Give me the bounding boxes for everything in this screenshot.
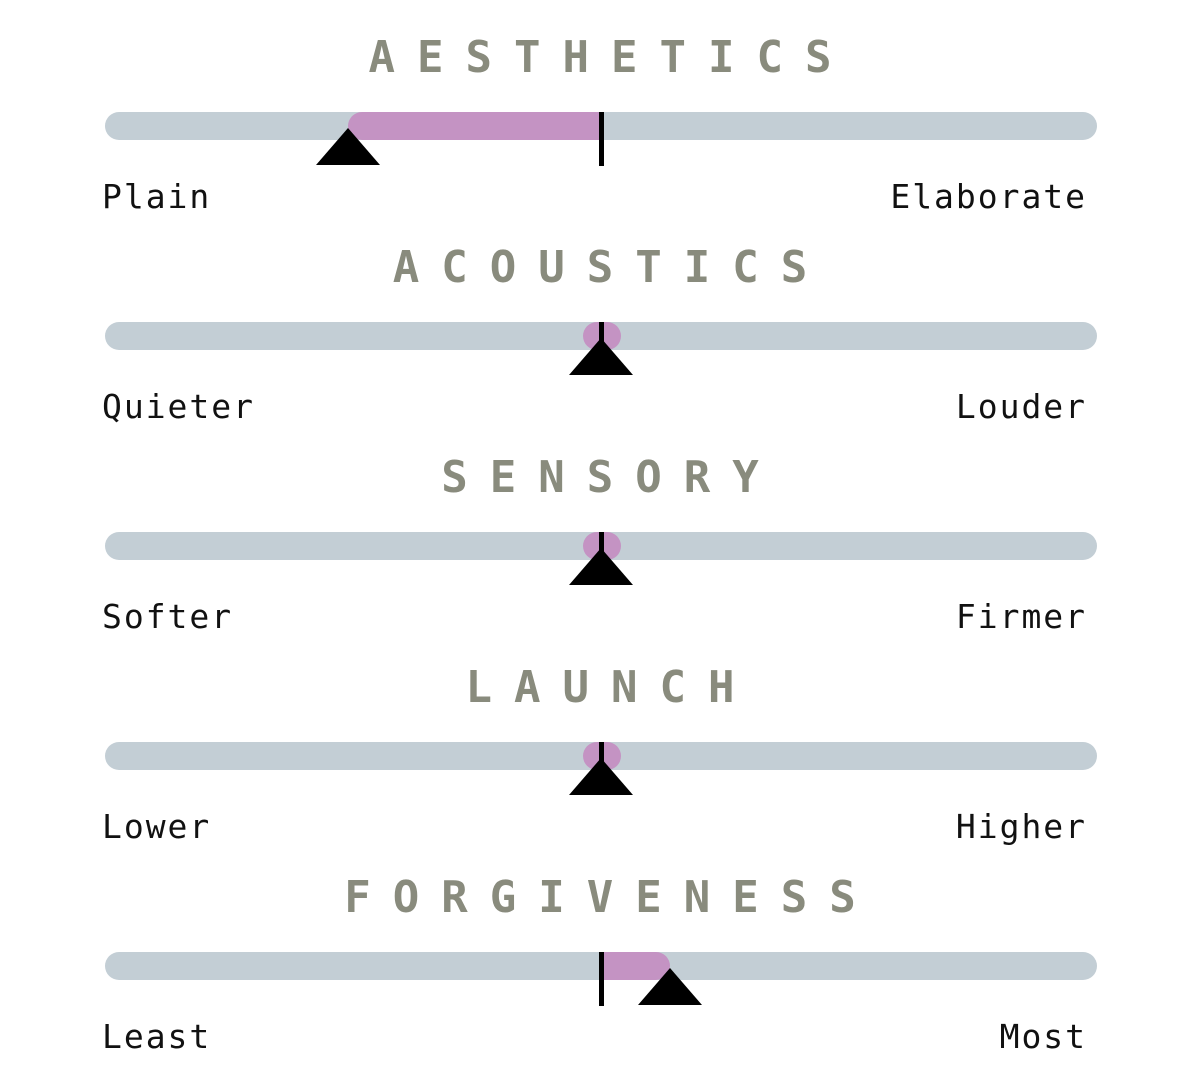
value-marker-triangle	[569, 758, 633, 795]
right-end-label: Elaborate	[890, 177, 1087, 216]
slider-title: FORGIVENESS	[344, 872, 878, 923]
left-end-label: Softer	[102, 597, 234, 636]
center-tick	[599, 952, 604, 1006]
right-end-label: Firmer	[955, 597, 1087, 636]
slider-row: LAUNCH Lower Higher	[0, 638, 1200, 848]
slider-row: FORGIVENESS Least Most	[0, 848, 1200, 1058]
slider-title: ACOUSTICS	[392, 242, 830, 293]
left-end-label: Least	[102, 1017, 212, 1056]
slider-row: AESTHETICS Plain Elaborate	[0, 8, 1200, 218]
left-end-label: Quieter	[102, 387, 255, 426]
center-tick	[599, 112, 604, 166]
left-end-label: Plain	[102, 177, 212, 216]
slider-row: ACOUSTICS Quieter Louder	[0, 218, 1200, 428]
value-marker-triangle	[316, 128, 381, 165]
slider-title: AESTHETICS	[368, 32, 854, 83]
right-end-label: Louder	[955, 387, 1087, 426]
left-end-label: Lower	[102, 807, 212, 846]
slider-row: SENSORY Softer Firmer	[0, 428, 1200, 638]
value-marker-triangle	[569, 338, 633, 375]
value-marker-triangle	[569, 548, 633, 585]
right-end-label: Higher	[955, 807, 1087, 846]
right-end-label: Most	[999, 1017, 1087, 1056]
slider-title: LAUNCH	[465, 662, 757, 713]
slider-title: SENSORY	[441, 452, 781, 503]
value-marker-triangle	[638, 968, 703, 1005]
slider-fill	[348, 112, 601, 140]
